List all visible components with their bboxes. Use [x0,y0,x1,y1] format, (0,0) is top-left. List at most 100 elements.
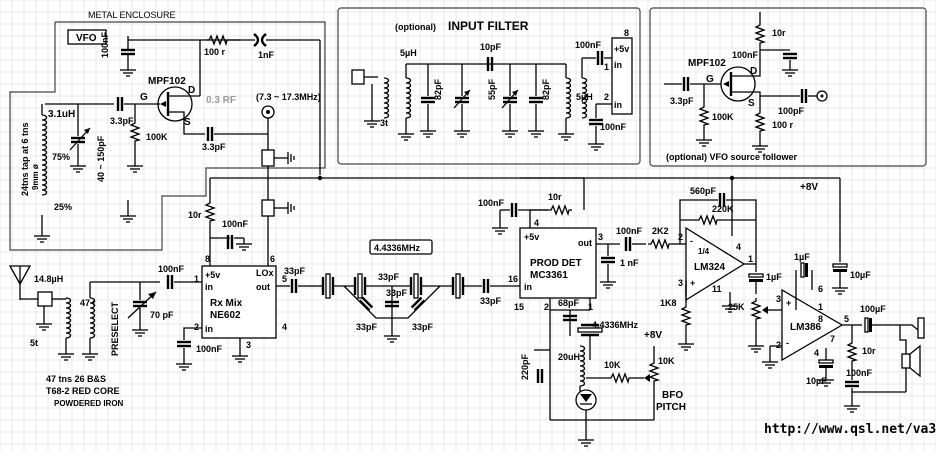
follower-c-out-label: 100pF [778,106,805,116]
pd-c-vcc-label: 100nF [478,198,505,208]
lm386-c-1uf-label: 1µF [794,252,810,262]
lm324-name: LM324 [694,262,726,273]
lm386-r-10r-label: 10r [862,346,876,356]
mixer-name2: NE602 [210,310,241,321]
pd-r-10k-label: 10K [604,360,621,370]
xtal-c-mid-label: 33pF [386,288,408,298]
metal-enclosure-label: METAL ENCLOSURE [88,10,176,20]
mixer-out: out [256,282,270,292]
vfo-label: VFO [76,33,97,44]
pd-ic [519,227,597,299]
mixer-ic [201,265,277,339]
vfo-jfet-label: MPF102 [148,76,186,87]
filter-c-out-label: 100nF [575,40,602,50]
lm386-p1: 1 [818,302,823,312]
pd-v8-label: +8V [644,330,662,341]
product-detector-section: 10r 100nF +5v out PROD DET MC3361 in 4 3… [478,177,686,447]
lm386-p5: 5 [844,314,849,324]
filter-l-in-label: 3t [380,118,388,128]
pd-xtal-label: 4.4336MHz [592,320,639,330]
pd-r-2k2-label: 2K2 [652,226,669,236]
author-url[interactable]: http://www.qsl.net/va3iul [764,422,936,437]
lm324-minus: - [690,236,693,246]
mixer-c-gnd-label: 100nF [196,344,223,354]
follower-c-g-label: 3.3pF [670,96,694,106]
antenna-c-var-label: 70 pF [150,310,174,320]
lm386-c-100uf-label: 100µF [860,304,886,314]
xtal-c-right-label: 33pF [412,322,434,332]
filter-ic-vcc: +5v [614,44,629,54]
pd-name1: PROD DET [530,258,582,269]
mixer-p4: 4 [282,322,287,332]
filter-c-ser-label: 10pF [480,42,502,52]
pd-in: in [524,282,532,292]
lm324-p11: 11 [712,284,722,294]
pd-p15: 15 [514,302,524,312]
filter-c2-label: 82pF [541,78,551,100]
lm324-frac: 1/4 [698,247,710,256]
lm386-c-10uf-a-label: 10µF [850,270,871,280]
follower-label: (optional) VFO source follower [666,152,798,162]
follower-pin-s: S [748,98,755,109]
vfo-c-var-label: 40 ~ 150pF [96,135,106,182]
lm324-p3: 3 [678,278,683,288]
follower-pin-d: D [750,66,757,77]
filter-c-gnd-label: 100nF [600,122,627,132]
pd-p3: 3 [598,232,603,242]
preselect-label: PRESELECT [110,301,120,356]
pd-r-vcc-label: 10r [548,192,562,202]
mixer-lo: LOx [256,268,274,278]
mixer-name1: Rx Mix [210,298,243,309]
mixer-c-vcc-label: 100nF [222,219,249,229]
vfo-pin-g: G [140,92,148,103]
antenna-l-label: 14.8µH [34,274,63,284]
vfo-c-top-label: 100nF [100,31,110,58]
lm324-symbol [685,226,746,302]
filter-ic-in2: in [614,100,622,110]
vfo-tap-75: 75% [52,152,70,162]
lm324-pot-label: 25K [728,302,745,312]
mixer-p2: 2 [194,322,199,332]
coil-note-2: T68-2 RED CORE [46,386,120,396]
follower-r-s-label: 100 r [772,120,794,130]
filter-c-var-label: 55pF [487,78,497,100]
lm386-p2: 2 [776,340,781,350]
mixer-c-out-label: 33pF [284,266,306,276]
pd-pot-label: 10K [658,356,675,366]
filter-ic [611,37,633,115]
lm324-p4: 4 [736,242,741,252]
bfo-label-2: PITCH [656,402,686,413]
pd-p4: 4 [534,218,539,228]
pd-out: out [578,238,592,248]
vfo-c-coup-label: 1nF [258,50,275,60]
follower-pin-g: G [706,74,714,85]
lm386-name: LM386 [790,322,822,333]
follower-c-top-label: 100nF [732,50,759,60]
pd-c-220-label: 220pF [520,353,530,380]
lm386-c-100nf-label: 100nF [846,368,873,378]
filter-l1-label: 5µH [400,48,417,58]
pd-c-out2-label: 1 nF [620,258,639,268]
pd-c-out-label: 100nF [616,226,643,236]
xtal-freq-label: 4.4336MHz [374,243,421,253]
vfo-c-out-label: 3.3pF [202,142,226,152]
mixer-in2: in [205,324,213,334]
follower-r-top-label: 10r [772,28,786,38]
pd-c-68-label: 68pF [558,298,580,308]
antenna-c-in-label: 100nF [158,264,185,274]
filter-ic-in1: in [614,60,622,70]
mixer-p3: 3 [246,340,251,350]
vfo-rf-level: 0.3 RF [206,95,236,106]
filter-optional-label: (optional) [395,22,436,32]
pd-p2: 2 [544,302,549,312]
vfo-r-top-label: 100 r [204,47,226,57]
xtal-c-left-label: 33pF [356,322,378,332]
follower-jfet-label: MPF102 [688,58,726,69]
lm386-p6: 6 [818,284,823,294]
lm324-section: - + 1/4 LM324 2 3 1 4 11 220K 560pF 1K8 … [660,178,782,353]
lm386-plus: + [786,298,791,308]
vfo-coil-note-2: 9mm ø [31,164,40,190]
vfo-tap-25: 25% [54,202,72,212]
vfo-r-s-label: 100K [146,132,168,142]
